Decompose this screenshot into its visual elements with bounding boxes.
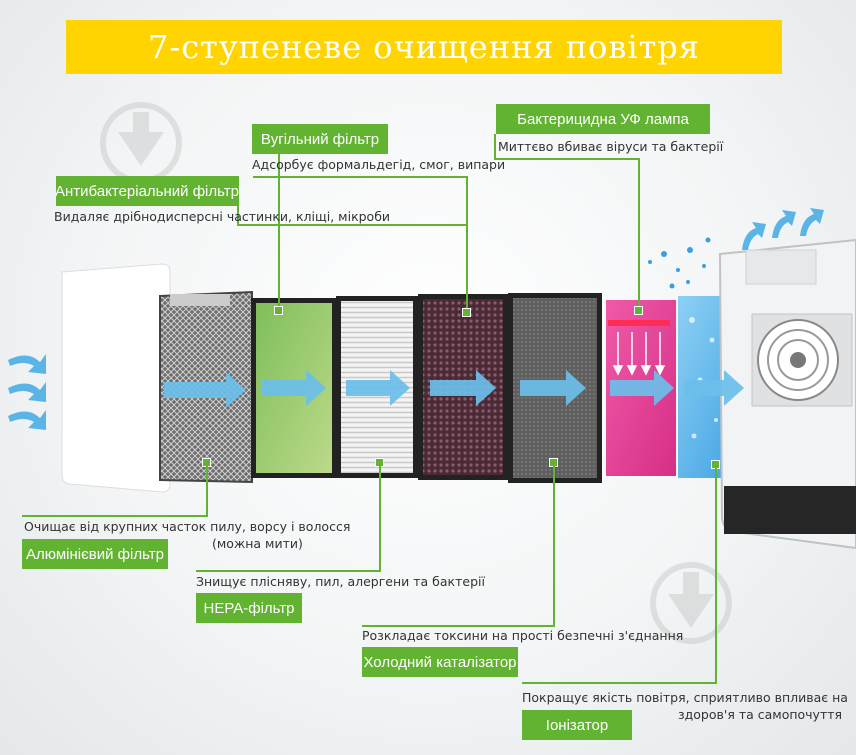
- label-uv-lamp: Бактерицидна УФ лампа: [496, 104, 710, 134]
- connector-line: [494, 134, 496, 158]
- connector-line: [278, 148, 280, 308]
- desc-hepa-filter: Знищує плісняву, пил, алергени та бактер…: [196, 574, 485, 589]
- connector-line: [253, 176, 468, 178]
- connector-dot: [274, 306, 283, 315]
- desc-aluminum-filter: Очищає від крупних часток пилу, ворсу і …: [24, 519, 351, 534]
- desc-cold-catalyst: Розкладає токсини на прості безпечні з'є…: [362, 628, 684, 643]
- connector-line: [196, 570, 381, 572]
- connector-line: [237, 224, 467, 226]
- page-title: 7-ступеневе очищення повітря: [148, 28, 700, 66]
- connector-dot: [462, 308, 471, 317]
- label-cold-catalyst: Холодний каталізатор: [362, 647, 518, 677]
- label-antibacterial-filter: Антибактеріальний фільтр: [55, 176, 239, 206]
- connector-line: [379, 464, 381, 571]
- connector-line: [22, 515, 208, 517]
- label-hepa-filter: HEPA-фільтр: [196, 593, 302, 623]
- connector-line: [638, 158, 640, 308]
- fan-icon: [751, 313, 853, 407]
- desc-antibacterial-filter: Видаляє дрібнодисперсні частинки, кліщі,…: [54, 209, 391, 224]
- connector-line: [206, 464, 208, 516]
- label-aluminum-filter: Алюмінієвий фільтр: [22, 539, 168, 569]
- connector-line: [466, 176, 468, 226]
- desc-uv-lamp: Миттєво вбиває віруси та бактерії: [498, 139, 724, 154]
- download-watermark-icon: [100, 102, 182, 184]
- title-banner: 7-ступеневе очищення повітря: [66, 20, 782, 74]
- connector-line: [494, 158, 639, 160]
- airflow-arrow-icon: [164, 370, 744, 408]
- connector-line: [553, 464, 555, 626]
- airflow-arrow-icon: [742, 208, 824, 250]
- desc-ionizer-line2: здоров'я та самопочуття: [678, 707, 843, 722]
- connector-line: [715, 466, 717, 683]
- label-carbon-filter: Вугільний фільтр: [252, 124, 388, 154]
- connector-line: [522, 682, 717, 684]
- desc-carbon-filter: Адсорбує формальдегід, смог, випари: [252, 157, 506, 172]
- connector-line: [237, 176, 239, 224]
- desc-aluminum-filter-line2: (можна мити): [212, 536, 303, 551]
- connector-dot: [634, 306, 643, 315]
- desc-ionizer: Покращує якість повітря, сприятливо впли…: [522, 690, 848, 705]
- connector-line: [466, 224, 468, 312]
- download-watermark-icon: [650, 562, 732, 644]
- connector-line: [362, 625, 555, 627]
- airflow-arrow-icon: [8, 354, 46, 430]
- label-ionizer: Іонізатор: [522, 710, 632, 740]
